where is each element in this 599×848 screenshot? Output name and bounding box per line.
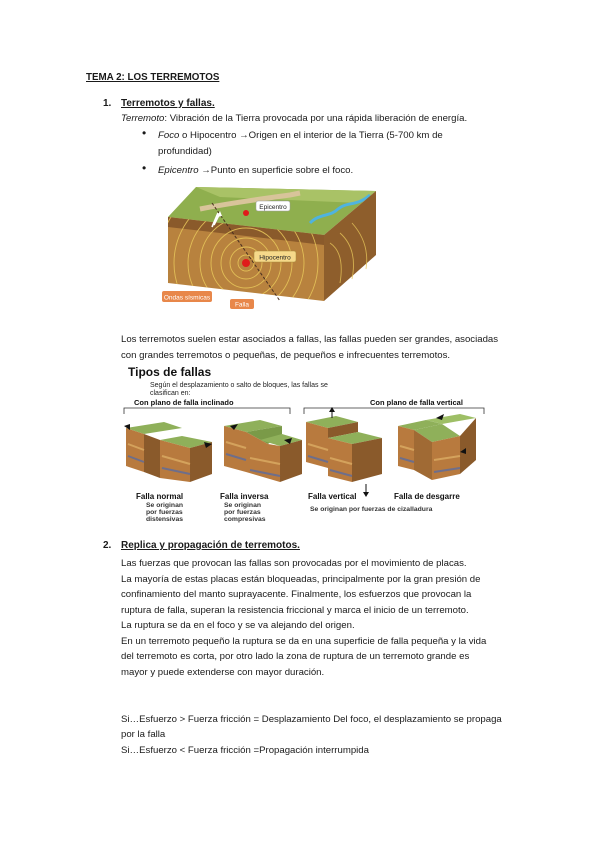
- falla-desgarre-block: [398, 414, 476, 480]
- body-line: Las fuerzas que provocan las fallas son …: [121, 558, 467, 569]
- falla-label-box: [230, 299, 254, 309]
- falla-type-desc: Se originan: [224, 502, 261, 509]
- section-1-heading: 1. Terremotos y fallas.: [103, 98, 215, 109]
- body-line: mayor y puede extenderse con mayor durac…: [121, 667, 325, 678]
- figure-subtitle-2: clasifican en:: [150, 390, 191, 397]
- road-shape: [199, 190, 301, 212]
- group-inclinado-label: Con plano de falla inclinado: [134, 398, 234, 407]
- falla-label: Falla: [235, 302, 249, 309]
- falla-type-desc: por fuerzas: [146, 509, 183, 516]
- bullet-foco-text: o Hipocentro →Origen en el interior de l…: [179, 130, 443, 141]
- falla-type-name: Falla normal: [136, 492, 183, 501]
- falla-type-name: Falla inversa: [220, 492, 269, 501]
- bullet-foco-term: Foco: [158, 130, 180, 141]
- bullet-epicentro-text: →Punto en superficie sobre el foco.: [198, 165, 354, 176]
- falla-type-name: Falla vertical: [308, 492, 356, 501]
- hipocentro-label-box: [253, 250, 297, 263]
- falla-inversa-block: [224, 420, 302, 482]
- body-line: ruptura de falla, superan la resistencia…: [121, 605, 469, 616]
- bullet-foco-continuation: profundidad): [158, 146, 212, 157]
- condition-line: Si…Esfuerzo < Fuerza fricción =Propagaci…: [121, 745, 369, 756]
- hipocentro-dot: [242, 259, 250, 267]
- figure-subtitle-1: Según el desplazamiento o salto de bloqu…: [150, 382, 328, 389]
- section-2-heading: 2. Replica y propagación de terremotos.: [103, 540, 300, 551]
- body-line: En un terremoto pequeño la ruptura se da…: [121, 636, 487, 647]
- bullet-epicentro-term: Epicentro: [158, 165, 199, 176]
- vertical-note: Se originan por fuerzas de cizalladura: [310, 506, 433, 513]
- body-line: del terremoto es corta, por otro lado la…: [121, 651, 470, 662]
- falla-type-desc: Se originan: [146, 502, 183, 509]
- section-1-number: 1.: [103, 98, 112, 109]
- figure-title: Tipos de fallas: [128, 365, 211, 379]
- earthquake-block-diagram: Epicentro Hipocentro Ondas sísmicas Fall…: [162, 187, 376, 309]
- condition-line: Si…Esfuerzo > Fuerza fricción = Desplaza…: [121, 714, 502, 725]
- definition-text: : Vibración de la Tierra provocada por u…: [164, 113, 468, 124]
- falla-type-desc: por fuerzas: [224, 509, 261, 516]
- bracket-inclinado: [123, 407, 291, 414]
- falla-type-desc: distensivas: [146, 516, 183, 523]
- body-line: La mayoría de estas placas están bloquea…: [121, 574, 481, 585]
- section-2-title: Replica y propagación de terremotos.: [121, 540, 300, 551]
- hipocentro-label: Hipocentro: [259, 255, 291, 262]
- paragraph-line: Los terremotos suelen estar asociados a …: [121, 334, 499, 345]
- ondas-label-box: [162, 291, 212, 302]
- definition-term: Terremoto: [121, 113, 165, 124]
- terremoto-definition: Terremoto: Vibración de la Tierra provoc…: [121, 111, 467, 126]
- falla-type-desc: compresivas: [224, 516, 266, 523]
- falla-vertical-block: [306, 407, 382, 497]
- group-vertical-label: Con plano de falla vertical: [370, 398, 463, 407]
- tipos-de-fallas-figure: Tipos de fallas Según el desplazamiento …: [123, 365, 485, 523]
- body-line: confinamiento del manto suprayacente. Fi…: [121, 589, 472, 600]
- section-2-number: 2.: [103, 540, 112, 551]
- falla-normal-block: [124, 422, 212, 482]
- bullet-dot-icon: •: [142, 126, 147, 140]
- bullet-epicentro: Epicentro →Punto en superficie sobre el …: [158, 163, 353, 178]
- epicentro-label: Epicentro: [259, 204, 287, 211]
- bullet-foco: Foco o Hipocentro →Origen en el interior…: [158, 128, 443, 143]
- ondas-label: Ondas sísmicas: [164, 295, 211, 302]
- epicentro-label-box: [255, 200, 291, 212]
- document-title: TEMA 2: LOS TERREMOTOS: [86, 72, 220, 83]
- condition-line: por la falla: [121, 729, 166, 740]
- body-line: La ruptura se da en el foco y se va alej…: [121, 620, 355, 631]
- epicentre-dot: [243, 210, 249, 216]
- bracket-vertical: [303, 407, 485, 414]
- falla-type-name: Falla de desgarre: [394, 492, 460, 501]
- section-1-title: Terremotos y fallas.: [121, 98, 215, 109]
- paragraph-line: con grandes terremotos o pequeñas, de pe…: [121, 350, 451, 361]
- bullet-dot-icon: •: [142, 161, 147, 175]
- river-shape: [308, 193, 371, 225]
